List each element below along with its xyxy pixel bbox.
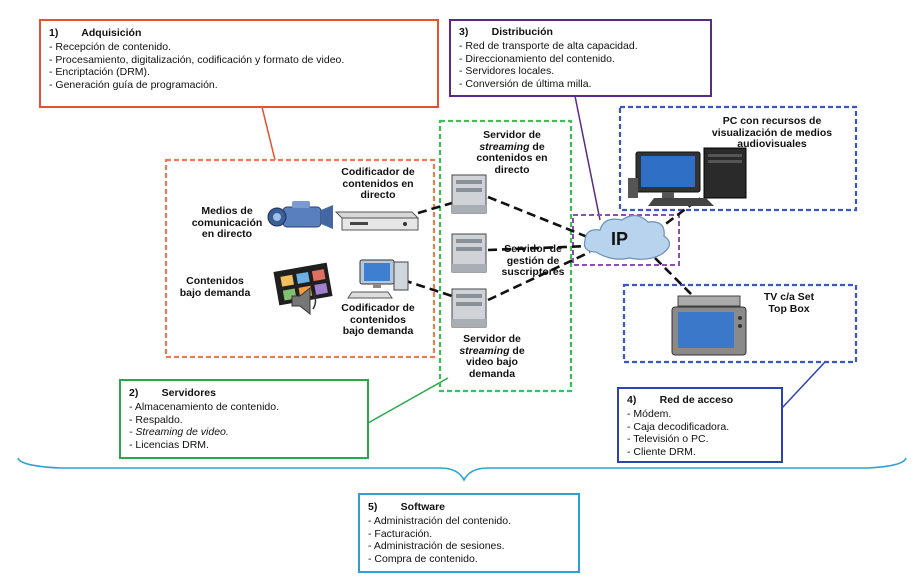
label-line: PC con recursos de [722,115,822,127]
label-line: contenidos [349,313,406,326]
label-line: suscriptores [501,266,565,278]
list-item: - Red de transporte de alta capacidad. [459,40,638,52]
list-item: - Conversión de última milla. [459,77,592,90]
ip-label: IP [611,229,629,249]
tv-set-top-box-icon [671,295,747,356]
label-line: Top Box [768,302,810,315]
label-line: Servidor de [483,129,541,141]
label-line: streaming de [460,140,564,154]
list-item: - Facturación. [368,527,433,540]
on-demand-content-label: Contenidos bajo demanda [170,275,260,299]
video-camera-icon [267,201,333,229]
distribucion-connector [574,95,601,221]
subscriber-management-server-icon [451,233,487,273]
list-item: - Recepción de contenido. [49,41,171,53]
list-item: - Streaming de video. [129,426,229,439]
list-item: - Administración del contenido. [368,515,511,527]
list-item: - Caja decodificadora. [627,420,730,433]
label-text: de [529,140,545,153]
list-item: - Módem. [627,408,672,420]
adquisicion-list: - Recepción de contenido. - Procesamient… [49,41,429,91]
label-line: bajo demanda [342,325,414,337]
label-line: demanda [468,367,516,380]
label-line: Contenidos [186,275,244,287]
live-media-label: Medios de comunicación en directo [182,205,272,241]
list-item: - Compra de contenido. [368,552,478,565]
desktop-pc-icon [628,147,747,206]
list-item: - Respaldo. [129,413,183,426]
label-line: Servidor de [463,333,521,345]
servidores-list: - Almacenamiento de contenido. - Respald… [129,401,359,451]
ip-region [572,214,680,266]
label-line: video bajo [466,356,518,368]
label-line: directo [360,189,396,201]
live-streaming-server-icon [451,174,487,214]
adquisicion-box: 1) Adquisición - Recepción de contenido.… [39,19,439,108]
pc-label: PC con recursos de visualización de medi… [692,115,852,151]
vod-streaming-server-label: Servidor de streaming de video bajo dema… [440,333,544,380]
label-line: directo [494,163,530,176]
adquisicion-connector [261,106,276,161]
list-item: - Servidores locales. [459,65,555,78]
live-encoder-icon [334,211,420,231]
label-line: TV c/a Set [763,291,815,303]
tv-region [622,283,858,364]
list-item: - Licencias DRM. [129,438,209,451]
label-line: bajo demanda [179,286,251,299]
software-list: - Administración del contenido. - Factur… [368,515,570,565]
label-line: comunicación [191,216,263,229]
list-item: - Procesamiento, digitalización, codific… [49,53,345,66]
vod-encoder-computer-icon [347,259,409,299]
live-streaming-server-label: Servidor de streaming de contenidos en d… [460,129,564,176]
label-line: Servidor de [504,243,562,255]
pc-region [618,105,858,212]
speaker-icon [291,286,317,316]
label-italic: streaming [459,344,510,357]
label-line: en directo [201,228,253,240]
list-item: - Almacenamiento de contenido. [129,401,280,413]
vod-streaming-server-icon [451,288,487,328]
servidores-title: 2) Servidores [129,387,216,399]
label-line: gestión de [506,254,560,267]
distribucion-list: - Red de transporte de alta capacidad. -… [459,40,702,90]
distribucion-box: 3) Distribución - Red de transporte de a… [449,19,712,97]
tv-label: TV c/a Set Top Box [744,291,834,315]
software-box: 5) Software - Administración del conteni… [358,493,580,573]
label-italic: streaming [479,140,530,153]
adquisicion-title: 1) Adquisición [49,27,142,39]
label-line: Codificador de [341,166,415,178]
label-text: de [509,344,525,357]
distribucion-title: 3) Distribución [459,26,553,38]
acceso-list: - Módem. - Caja decodificadora. - Televi… [627,408,773,458]
vod-encoder-label: Codificador de contenidos bajo demanda [328,302,428,338]
live-encoder-label: Codificador de contenidos en directo [328,166,428,202]
list-item: - Direccionamiento del contenido. [459,52,615,65]
list-item: - Administración de sesiones. [368,540,505,553]
label-line: Medios de [201,205,253,217]
ip-cloud-icon [583,214,671,260]
label-line: visualización de medios [711,126,833,139]
software-brace [17,457,907,482]
list-item: - Encriptación (DRM). [49,66,150,79]
servidores-box: 2) Servidores - Almacenamiento de conten… [119,379,369,459]
servidores-region [438,119,573,393]
software-title: 5) Software [368,501,446,513]
acceso-title: 4) Red de acceso [627,394,734,406]
label-line: contenidos en [342,177,414,190]
label-line: audiovisuales [737,138,807,150]
label-line: Codificador de [341,302,415,314]
acceso-box: 4) Red de acceso - Módem. - Caja decodif… [617,387,783,463]
servidores-connector [367,377,449,424]
label-line: contenidos en [476,152,548,164]
list-item: - Cliente DRM. [627,445,696,458]
list-item: - Televisión o PC. [627,433,709,446]
subscriber-server-label: Servidor de gestión de suscriptores [488,243,578,279]
list-item: - Generación guía de programación. [49,78,218,91]
label-line: streaming de [440,344,544,358]
acceso-connector [781,361,826,409]
